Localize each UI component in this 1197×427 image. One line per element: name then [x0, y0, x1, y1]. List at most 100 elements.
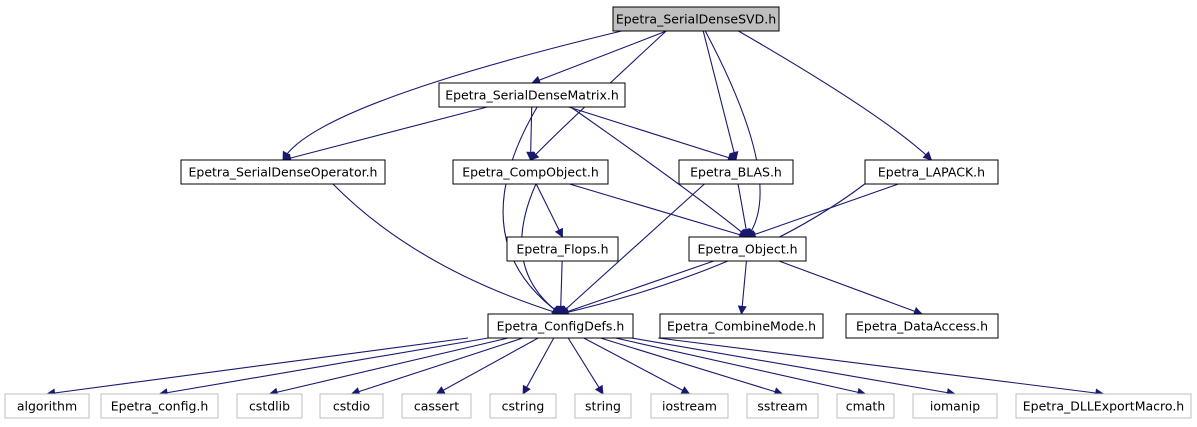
node-label: Epetra_BLAS.h	[690, 165, 782, 180]
node-svd[interactable]: Epetra_SerialDenseSVD.h	[612, 6, 780, 32]
node-box	[836, 393, 895, 419]
node-iomanip: iomanip	[912, 393, 998, 419]
edge-blas-to-config	[559, 183, 705, 315]
node-box	[864, 159, 999, 185]
node-label: sstream	[757, 399, 807, 414]
edge-svd-to-comp	[529, 30, 667, 161]
node-box	[180, 159, 386, 185]
edge-config-to-cstdlib	[268, 337, 509, 397]
edge-config-to-dll	[658, 337, 1105, 398]
node-box	[487, 313, 634, 339]
edge-config-to-iomanip	[631, 337, 956, 398]
node-layer: Epetra_SerialDenseSVD.hEpetra_SerialDens…	[4, 6, 1192, 419]
node-box	[489, 393, 557, 419]
node-label: cassert	[414, 399, 459, 414]
node-label: Epetra_DataAccess.h	[856, 319, 988, 334]
node-box	[100, 393, 219, 419]
node-flops[interactable]: Epetra_Flops.h	[506, 236, 619, 262]
edge-object-to-config	[559, 260, 715, 316]
node-label: Epetra_SerialDenseSVD.h	[616, 12, 776, 27]
node-label: Epetra_DLLExportMacro.h	[1023, 399, 1184, 414]
edge-flops-to-config	[556, 260, 566, 315]
node-object[interactable]: Epetra_Object.h	[688, 236, 807, 262]
edge-sdm-to-sdo	[282, 106, 488, 163]
node-combine[interactable]: Epetra_CombineMode.h	[659, 313, 824, 339]
node-label: cstdio	[333, 399, 370, 414]
edge-config-to-cmath	[615, 337, 867, 397]
node-dll: Epetra_DLLExportMacro.h	[1015, 393, 1192, 419]
node-box	[746, 393, 819, 419]
edge-config-to-sstream	[600, 337, 784, 396]
node-cstdlib: cstdlib	[236, 393, 303, 419]
node-box	[845, 313, 999, 339]
node-box	[506, 236, 619, 262]
node-comp[interactable]: Epetra_CompObject.h	[452, 159, 609, 185]
node-box	[452, 159, 609, 185]
node-econfig: Epetra_config.h	[100, 393, 219, 419]
edge-sdm-to-blas	[568, 106, 737, 162]
edge-lapack-to-object	[746, 183, 899, 239]
node-label: string	[585, 399, 621, 414]
node-box	[401, 393, 472, 419]
edge-comp-to-flops	[535, 183, 563, 238]
edge-config-to-iostream	[583, 337, 691, 395]
edge-config-to-cstdio	[350, 337, 524, 396]
node-data[interactable]: Epetra_DataAccess.h	[845, 313, 999, 339]
node-box	[438, 82, 626, 108]
edge-blas-to-object	[737, 183, 751, 238]
edge-svd-to-blas	[702, 30, 739, 161]
node-label: Epetra_ConfigDefs.h	[497, 319, 625, 334]
node-box	[574, 393, 632, 419]
edge-svd-to-lapack	[738, 30, 933, 161]
node-label: iostream	[662, 399, 717, 414]
node-label: Epetra_Flops.h	[516, 242, 608, 257]
node-label: iomanip	[930, 399, 980, 414]
edge-object-to-combine	[737, 260, 747, 315]
node-box	[319, 393, 384, 419]
node-label: algorithm	[17, 399, 77, 414]
node-label: cstdlib	[249, 399, 290, 414]
node-box	[912, 393, 998, 419]
node-cmath: cmath	[836, 393, 895, 419]
node-label: cstring	[502, 399, 545, 414]
edge-comp-to-object	[569, 183, 749, 240]
edge-config-to-string	[567, 337, 604, 395]
node-box	[612, 6, 780, 32]
node-label: Epetra_Object.h	[697, 242, 797, 257]
edge-svd-to-sdo	[282, 30, 622, 161]
node-label: Epetra_SerialDenseOperator.h	[189, 165, 378, 180]
node-algorithm: algorithm	[4, 393, 90, 419]
node-sdm[interactable]: Epetra_SerialDenseMatrix.h	[438, 82, 626, 108]
edge-svd-to-sdm	[531, 30, 667, 85]
node-lapack[interactable]: Epetra_LAPACK.h	[864, 159, 999, 185]
node-cstdio: cstdio	[319, 393, 384, 419]
node-label: Epetra_CompObject.h	[462, 165, 599, 180]
node-sstream: sstream	[746, 393, 819, 419]
edge-config-to-algorithm	[46, 337, 469, 398]
node-label: Epetra_config.h	[111, 399, 209, 414]
node-cassert: cassert	[401, 393, 472, 419]
node-box	[4, 393, 90, 419]
edge-config-to-econfig	[158, 337, 489, 398]
node-box	[688, 236, 807, 262]
node-box	[678, 159, 794, 185]
node-string: string	[574, 393, 632, 419]
node-label: Epetra_CombineMode.h	[667, 319, 816, 334]
node-label: cmath	[846, 399, 886, 414]
node-box	[236, 393, 303, 419]
edge-config-to-cassert	[435, 337, 539, 395]
edge-sdm-to-config	[502, 106, 562, 315]
node-blas[interactable]: Epetra_BLAS.h	[678, 159, 794, 185]
edge-sdo-to-config	[332, 183, 562, 316]
node-sdo[interactable]: Epetra_SerialDenseOperator.h	[180, 159, 386, 185]
node-cstring: cstring	[489, 393, 557, 419]
edge-config-to-cstring	[522, 337, 555, 395]
node-iostream: iostream	[650, 393, 729, 419]
node-box	[659, 313, 824, 339]
node-label: Epetra_SerialDenseMatrix.h	[445, 88, 619, 103]
node-box	[650, 393, 729, 419]
node-config[interactable]: Epetra_ConfigDefs.h	[487, 313, 634, 339]
edge-object-to-data	[778, 260, 923, 316]
node-box	[1015, 393, 1192, 419]
